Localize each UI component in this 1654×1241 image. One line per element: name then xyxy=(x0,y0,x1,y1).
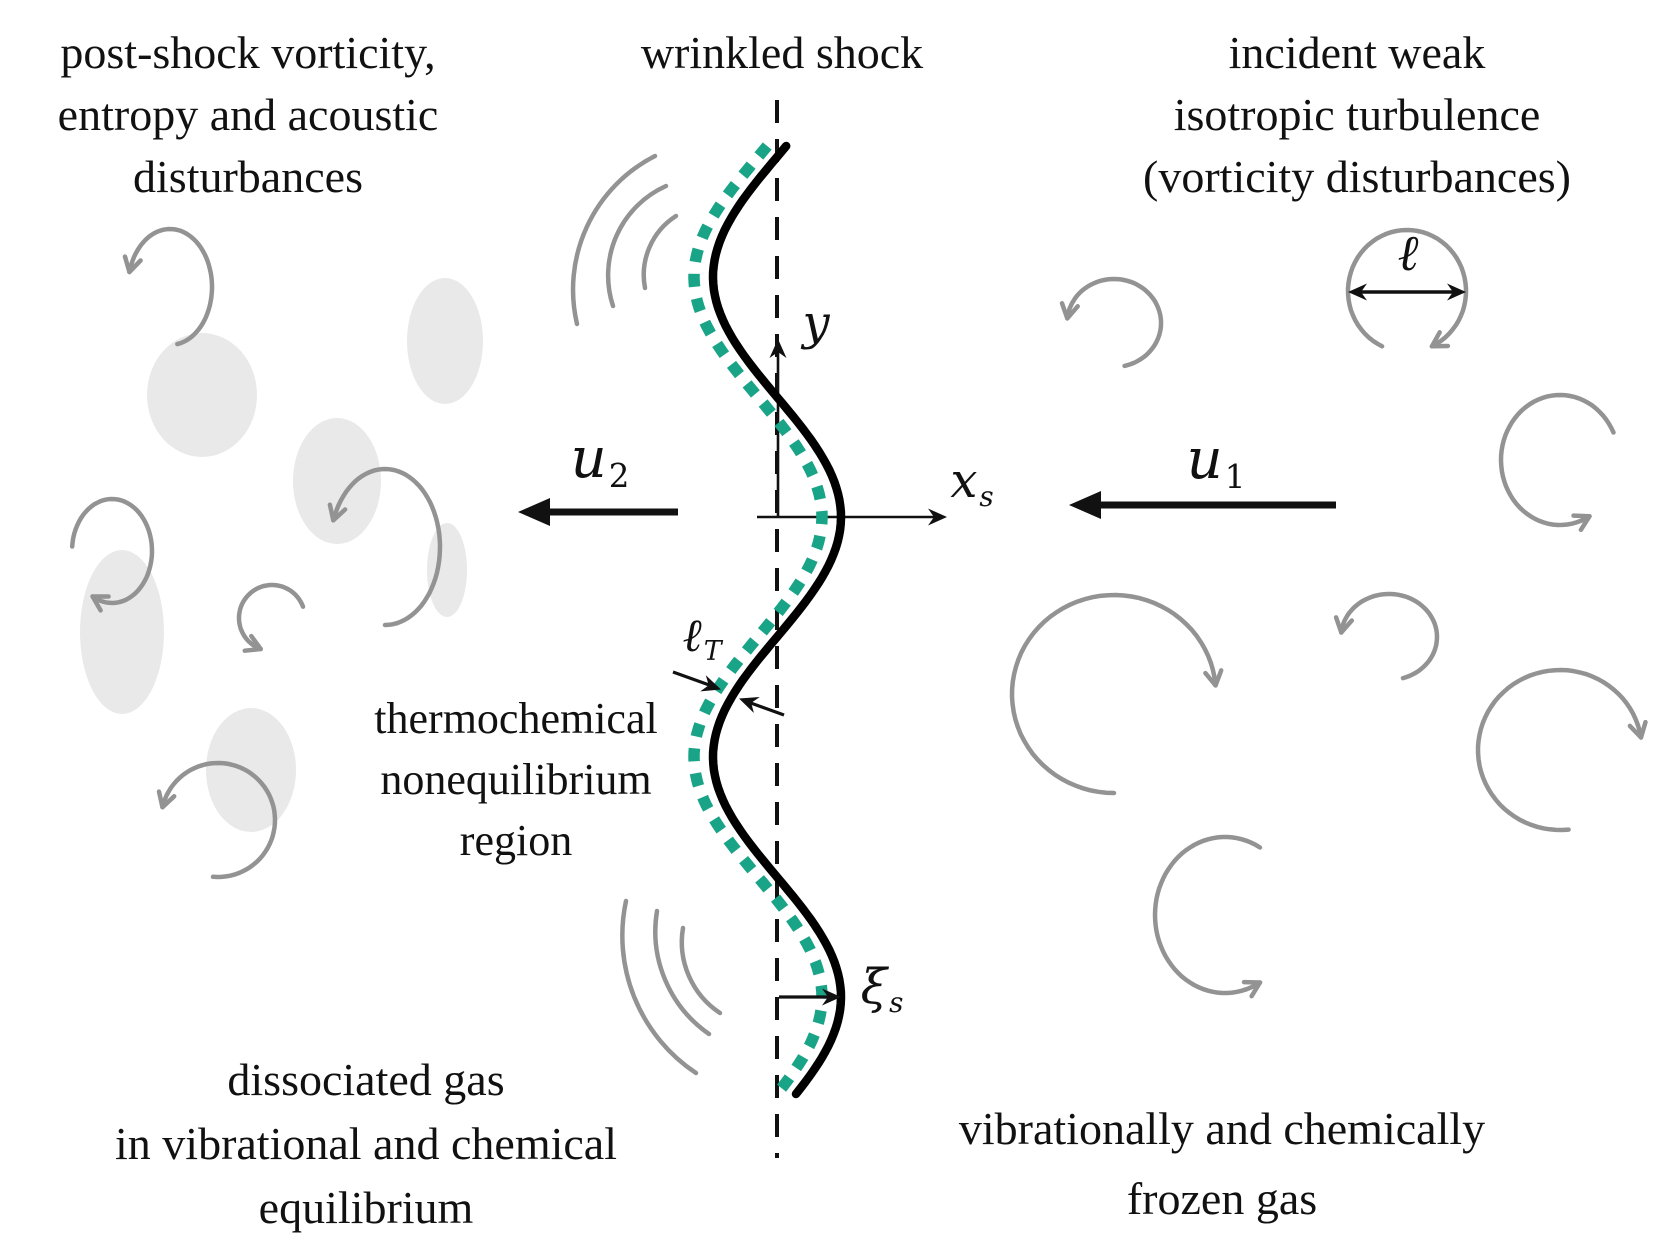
label-postshock-line3: disturbances xyxy=(133,151,363,202)
vortex-arc-3 xyxy=(236,582,306,652)
y-base: y xyxy=(802,295,830,352)
label-frozen-gas: vibrationally and chemically frozen gas xyxy=(959,1094,1485,1234)
label-wrinkled-shock: wrinkled shock xyxy=(641,22,923,84)
label-incident-line1: incident weak xyxy=(1228,27,1486,78)
label-equilibrium-line1: dissociated gas xyxy=(227,1054,505,1105)
ellT-right-arrow-line xyxy=(747,700,785,717)
vortex-arc-2 xyxy=(69,496,155,606)
entropy-blob-3 xyxy=(293,418,381,544)
label-equilibrium-line3: equilibrium xyxy=(258,1182,474,1233)
xis-sub: s xyxy=(889,985,904,1019)
xis-arrowhead-icon xyxy=(822,988,841,1006)
label-postshock-line2: entropy and acoustic xyxy=(57,89,439,140)
label-xis-displacement: ξs xyxy=(861,959,904,1019)
acoustic-wave-arc-6 xyxy=(679,925,723,1016)
vortex-arc-10 xyxy=(1339,591,1440,681)
entropy-blob-6 xyxy=(206,708,296,832)
vortex-arrowhead-icon-4 xyxy=(327,502,348,523)
label-nonequilibrium-region: thermochemical nonequilibrium region xyxy=(374,688,657,871)
vortex-arc-11 xyxy=(1475,667,1644,833)
label-postshock-disturbances: post-shock vorticity, entropy and acoust… xyxy=(58,22,439,208)
ell-scale-right-arrowhead-icon xyxy=(1447,283,1466,301)
acoustic-wave-arc-1 xyxy=(570,153,658,327)
label-incident-line2: isotropic turbulence xyxy=(1173,89,1541,140)
label-y-axis: y xyxy=(802,295,829,351)
label-incident-line3: (vorticity disturbances) xyxy=(1143,151,1571,202)
label-u2: u2 xyxy=(571,426,630,495)
label-postshock-line1: post-shock vorticity, xyxy=(60,27,436,78)
vortex-arrowhead-icon-12 xyxy=(1241,979,1263,999)
label-nonequilibrium-line1: thermochemical xyxy=(374,694,658,743)
vortex-arrowhead-icon-9 xyxy=(1203,668,1224,688)
u2-arrowhead-icon xyxy=(518,498,550,526)
wrinkled-shock-curve xyxy=(708,141,846,1099)
entropy-blob-4 xyxy=(80,550,164,714)
vortex-arrowhead-icon-7 xyxy=(1429,330,1451,349)
acoustic-wave-arc-4 xyxy=(620,898,699,1076)
vortex-arrowhead-icon-2 xyxy=(90,594,111,613)
u1-sub: 1 xyxy=(1224,458,1246,497)
u2-sub: 2 xyxy=(608,457,630,496)
xs-axis-arrowhead-icon xyxy=(928,508,947,526)
acoustic-wave-arc-2 xyxy=(605,183,669,309)
xs-base: x xyxy=(950,453,978,510)
label-incident-turbulence: incident weak isotropic turbulence (vort… xyxy=(1143,22,1571,208)
label-frozen-line2: frozen gas xyxy=(1126,1173,1318,1224)
y-axis-arrowhead-icon xyxy=(769,339,787,358)
xs-sub: s xyxy=(979,479,994,513)
ellT-right-arrowhead-icon xyxy=(739,697,760,713)
ellT-sub: T xyxy=(703,635,722,667)
acoustic-wave-arc-3 xyxy=(641,213,679,291)
vortex-arc-1 xyxy=(127,226,215,347)
label-wrinkled-shock-text: wrinkled shock xyxy=(640,27,924,78)
vortex-arrowhead-icon-11 xyxy=(1627,719,1648,740)
vortex-arrowhead-icon-8 xyxy=(1571,513,1592,533)
acoustic-wave-arc-5 xyxy=(653,908,712,1037)
label-ellT-thickness: ℓT xyxy=(683,608,722,667)
equilibrium-front-dashed-curve xyxy=(688,142,828,1098)
vortex-arc-5 xyxy=(160,760,278,880)
label-xs-axis: xs xyxy=(950,453,993,513)
u1-arrowhead-icon xyxy=(1069,491,1101,519)
label-nonequilibrium-line2: nonequilibrium xyxy=(380,755,652,804)
vortex-arrowhead-icon-5 xyxy=(156,789,177,810)
label-equilibrium-line2: in vibrational and chemical xyxy=(115,1118,617,1169)
ellT-left-arrowhead-icon xyxy=(700,675,721,692)
label-u1: u1 xyxy=(1187,427,1246,496)
vortex-arrowhead-icon-10 xyxy=(1333,615,1355,635)
ell-scale-left-arrowhead-icon xyxy=(1348,283,1367,301)
label-ell-lengthscale: ℓ xyxy=(1398,224,1419,282)
vortex-arc-12 xyxy=(1152,834,1263,996)
xis-base: ξ xyxy=(860,959,888,1016)
vortex-arc-8 xyxy=(1498,392,1616,528)
u1-base: u xyxy=(1186,426,1223,492)
vortex-arrowhead-icon-1 xyxy=(122,254,143,275)
entropy-blob-5 xyxy=(427,523,467,617)
vortex-arrowhead-icon-3 xyxy=(242,633,263,653)
ellT-base: ℓ xyxy=(682,607,702,662)
vortex-arrowhead-icon-6 xyxy=(1059,301,1080,321)
label-nonequilibrium-line3: region xyxy=(459,816,573,865)
ell-base: ℓ xyxy=(1397,224,1419,283)
entropy-blob-2 xyxy=(407,278,483,404)
u2-base: u xyxy=(570,425,607,491)
label-frozen-line1: vibrationally and chemically xyxy=(958,1103,1486,1154)
vortex-arc-7 xyxy=(1345,227,1469,349)
vortex-arc-4 xyxy=(331,466,443,628)
entropy-blob-1 xyxy=(147,333,257,457)
label-equilibrium-gas: dissociated gas in vibrational and chemi… xyxy=(115,1048,617,1240)
ellT-left-arrow-line xyxy=(672,670,713,688)
vortex-arc-6 xyxy=(1065,276,1164,369)
vortex-arc-9 xyxy=(1009,592,1218,796)
